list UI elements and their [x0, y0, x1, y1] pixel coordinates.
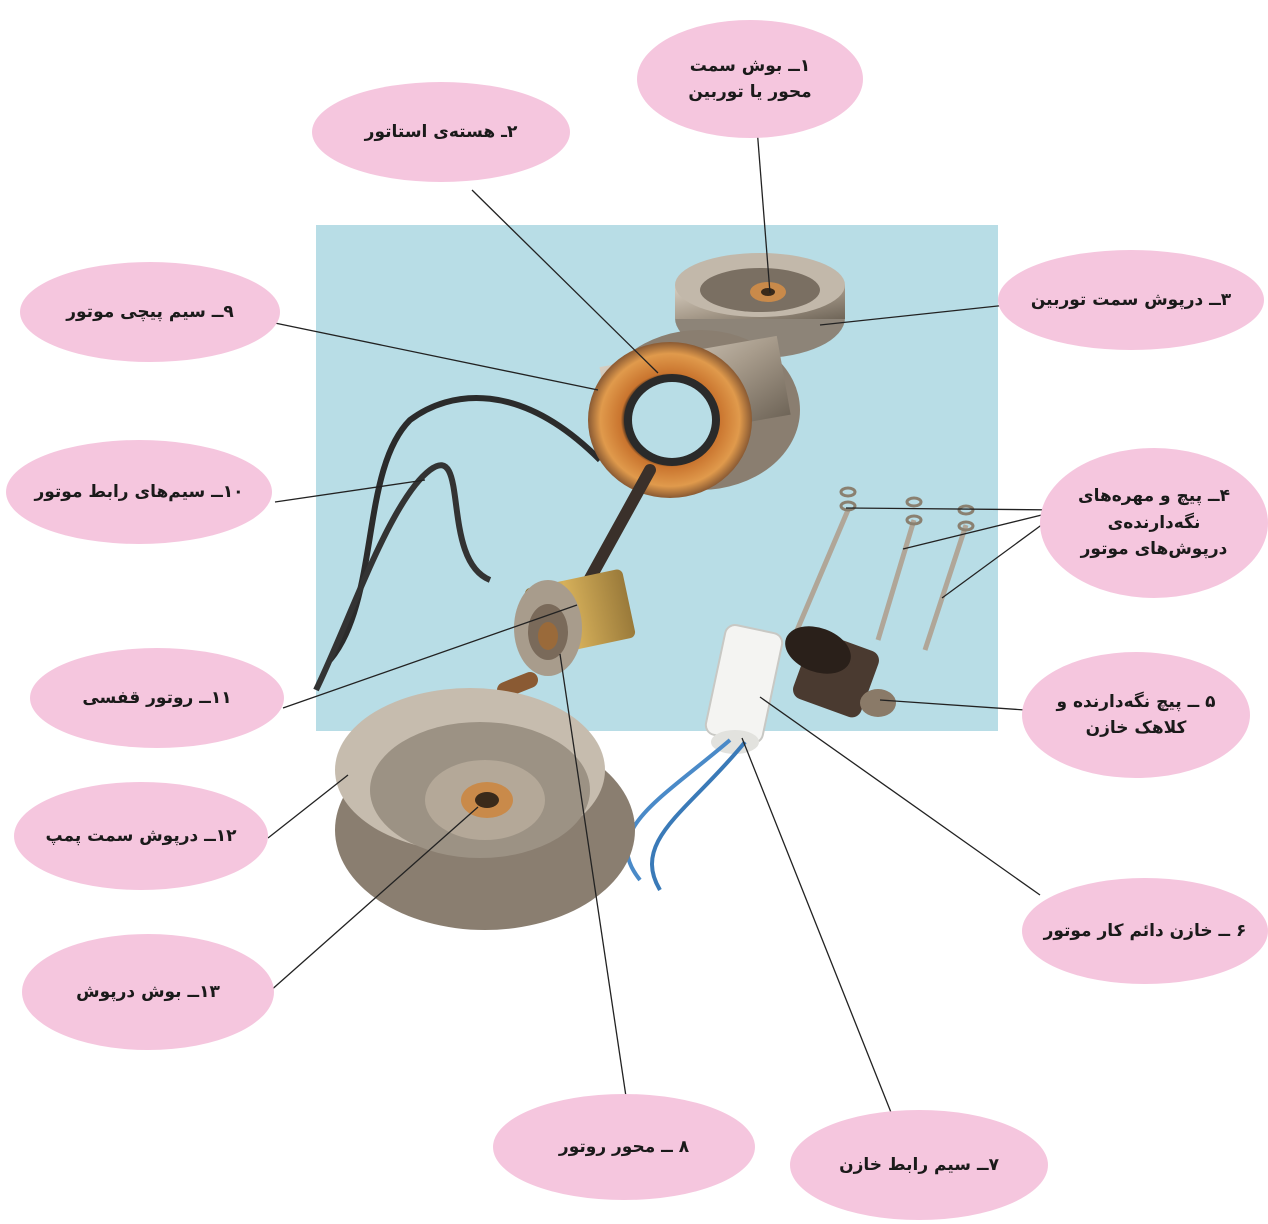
cover-bolts: [792, 486, 975, 651]
label-motor-winding: ۹ــ سیم پیچی موتور: [20, 262, 280, 362]
leader-6: [759, 696, 1041, 896]
label-motor-connecting-wires: ۱۰ــ سیم‌های رابط موتور: [6, 440, 272, 544]
leader-4a: [845, 507, 1063, 511]
leader-2: [471, 189, 659, 374]
leader-7: [741, 737, 899, 1131]
squirrel-cage-rotor: [514, 569, 636, 676]
leader-12: [267, 774, 349, 839]
leader-13: [259, 806, 479, 1001]
label-capacitor-cap-screw: ۵ ــ پیچ نگه‌دارنده و کلاهک خازن: [1022, 652, 1250, 778]
capacitor-wire-1: [625, 738, 732, 882]
label-cover-bolts-and-nuts: ۴ــ پیچ و مهره‌های نگه‌دارنده‌ی درپوش‌ها…: [1040, 448, 1268, 598]
leader-11: [282, 604, 578, 709]
label-rotor-shaft: ۸ ــ محور روتور: [493, 1094, 755, 1200]
rotor-shaft-tip: [497, 672, 538, 698]
label-run-capacitor: ۶ ــ خازن دائم کار موتور: [1022, 878, 1268, 984]
run-capacitor: [704, 624, 784, 754]
capacitor-wire-2: [650, 740, 747, 892]
leader-10: [274, 479, 426, 503]
label-cover-bushing: ۱۳ــ بوش درپوش: [22, 934, 274, 1050]
leader-5: [879, 699, 1026, 711]
capacitor-cap: [785, 626, 896, 718]
leader-3: [819, 304, 1008, 326]
leader-4b: [902, 509, 1063, 550]
label-turbine-side-cover: ۳ــ درپوش سمت توربین: [998, 250, 1264, 350]
motor-wire-2: [313, 462, 492, 692]
label-capacitor-wire: ۷ــ سیم رابط خازن: [790, 1110, 1048, 1220]
stator-core: [588, 330, 800, 498]
leader-1: [756, 127, 771, 294]
label-pump-side-cover: ۱۲ــ درپوش سمت پمپ: [14, 782, 268, 890]
label-squirrel-cage-rotor: ۱۱ــ روتور قفسی: [30, 648, 284, 748]
leader-9: [269, 321, 599, 391]
pump-side-cover: [335, 688, 635, 930]
label-stator-core: ۲ـ هسته‌ی استاتور: [312, 82, 570, 182]
label-turbine-side-bushing: ۱ــ بوش سمت محور یا توربین: [637, 20, 863, 138]
leader-8: [559, 653, 629, 1111]
